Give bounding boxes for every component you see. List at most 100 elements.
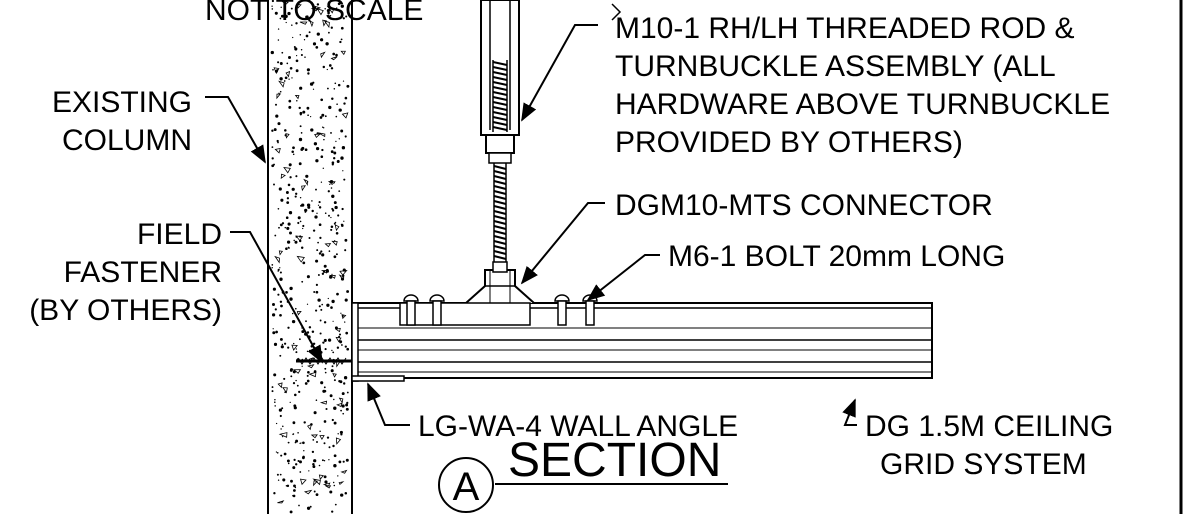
concrete-speck [303,421,306,424]
concrete-speck [338,333,342,336]
concrete-speck [346,290,350,293]
concrete-speck [274,103,278,106]
concrete-speck [292,153,295,156]
concrete-speck [290,375,293,378]
concrete-speck [274,405,276,407]
concrete-speck [301,280,304,283]
concrete-speck [307,114,309,117]
thread-line [493,165,507,170]
concrete-speck [342,80,345,82]
concrete-aggregate [326,5,335,14]
concrete-speck [323,442,326,445]
thread-line [493,250,507,255]
concrete-speck [275,330,278,334]
concrete-speck [293,458,296,462]
concrete-speck [336,346,340,349]
concrete-speck [286,201,290,204]
concrete-speck [328,446,331,449]
concrete-aggregate [274,148,281,154]
concrete-speck [328,31,330,34]
wall-angle-label: LG-WA-4 WALL ANGLE [418,410,738,443]
concrete-aggregate [313,480,318,487]
thread-line [492,81,508,86]
concrete-speck [283,377,286,380]
concrete-aggregate [318,474,324,481]
concrete-speck [330,216,332,219]
concrete-speck [285,191,289,194]
concrete-speck [316,441,318,443]
concrete-speck [311,209,314,213]
concrete-aggregate [319,400,328,405]
concrete-aggregate [282,387,288,394]
concrete-speck [282,425,284,428]
concrete-speck [340,493,344,497]
concrete-speck [310,15,313,18]
concrete-aggregate [285,133,290,139]
concrete-speck [327,11,330,15]
concrete-speck [306,68,310,72]
concrete-speck [324,8,326,10]
concrete-speck [318,305,321,308]
concrete-speck [280,198,284,202]
concrete-speck [279,90,282,93]
concrete-speck [340,38,343,41]
concrete-speck [326,9,330,13]
concrete-speck [292,312,294,315]
concrete-speck [312,42,317,46]
concrete-speck [300,49,303,51]
concrete-speck [294,195,297,198]
fastener-label-line-3: (BY OTHERS) [29,294,222,327]
concrete-speck [333,201,337,205]
concrete-speck [306,203,311,207]
concrete-speck [315,188,317,191]
concrete-speck [323,321,327,324]
concrete-speck [325,42,329,46]
concrete-speck [299,460,302,464]
north-symbol [611,3,622,21]
concrete-speck [279,62,283,65]
concrete-speck [327,190,330,193]
concrete-speck [307,507,310,510]
concrete-speck [279,300,283,304]
concrete-speck [295,439,299,443]
concrete-speck [323,386,326,389]
concrete-speck [333,464,337,468]
concrete-speck [329,394,333,398]
concrete-speck [293,46,296,48]
concrete-speck [337,2,341,6]
concrete-speck [311,200,313,202]
concrete-speck [276,139,279,143]
thread-line [493,180,507,185]
concrete-speck [331,418,334,422]
thread-line [492,86,508,91]
concrete-speck [301,146,305,150]
concrete-speck [280,345,284,349]
concrete-speck [271,390,274,393]
concrete-speck [335,232,339,235]
concrete-speck [346,391,349,394]
concrete-speck [337,433,339,435]
concrete-speck [341,392,345,396]
concrete-speck [335,140,337,143]
concrete-speck [331,97,334,101]
concrete-speck [279,267,281,269]
concrete-speck [302,441,305,445]
concrete-speck [344,345,347,348]
concrete-speck [344,238,348,242]
thread-line [492,106,508,111]
concrete-speck [273,373,277,377]
concrete-speck [326,303,330,307]
concrete-speck [289,66,293,70]
concrete-speck [330,369,334,373]
concrete-speck [279,337,283,341]
concrete-speck [340,26,344,30]
concrete-speck [298,162,302,166]
concrete-speck [345,15,348,18]
concrete-speck [293,239,295,242]
concrete-aggregate [278,80,285,88]
concrete-speck [301,203,305,207]
concrete-aggregate [292,369,302,374]
concrete-aggregate [322,482,331,487]
concrete-aggregate [338,481,345,486]
concrete-speck [320,308,323,311]
